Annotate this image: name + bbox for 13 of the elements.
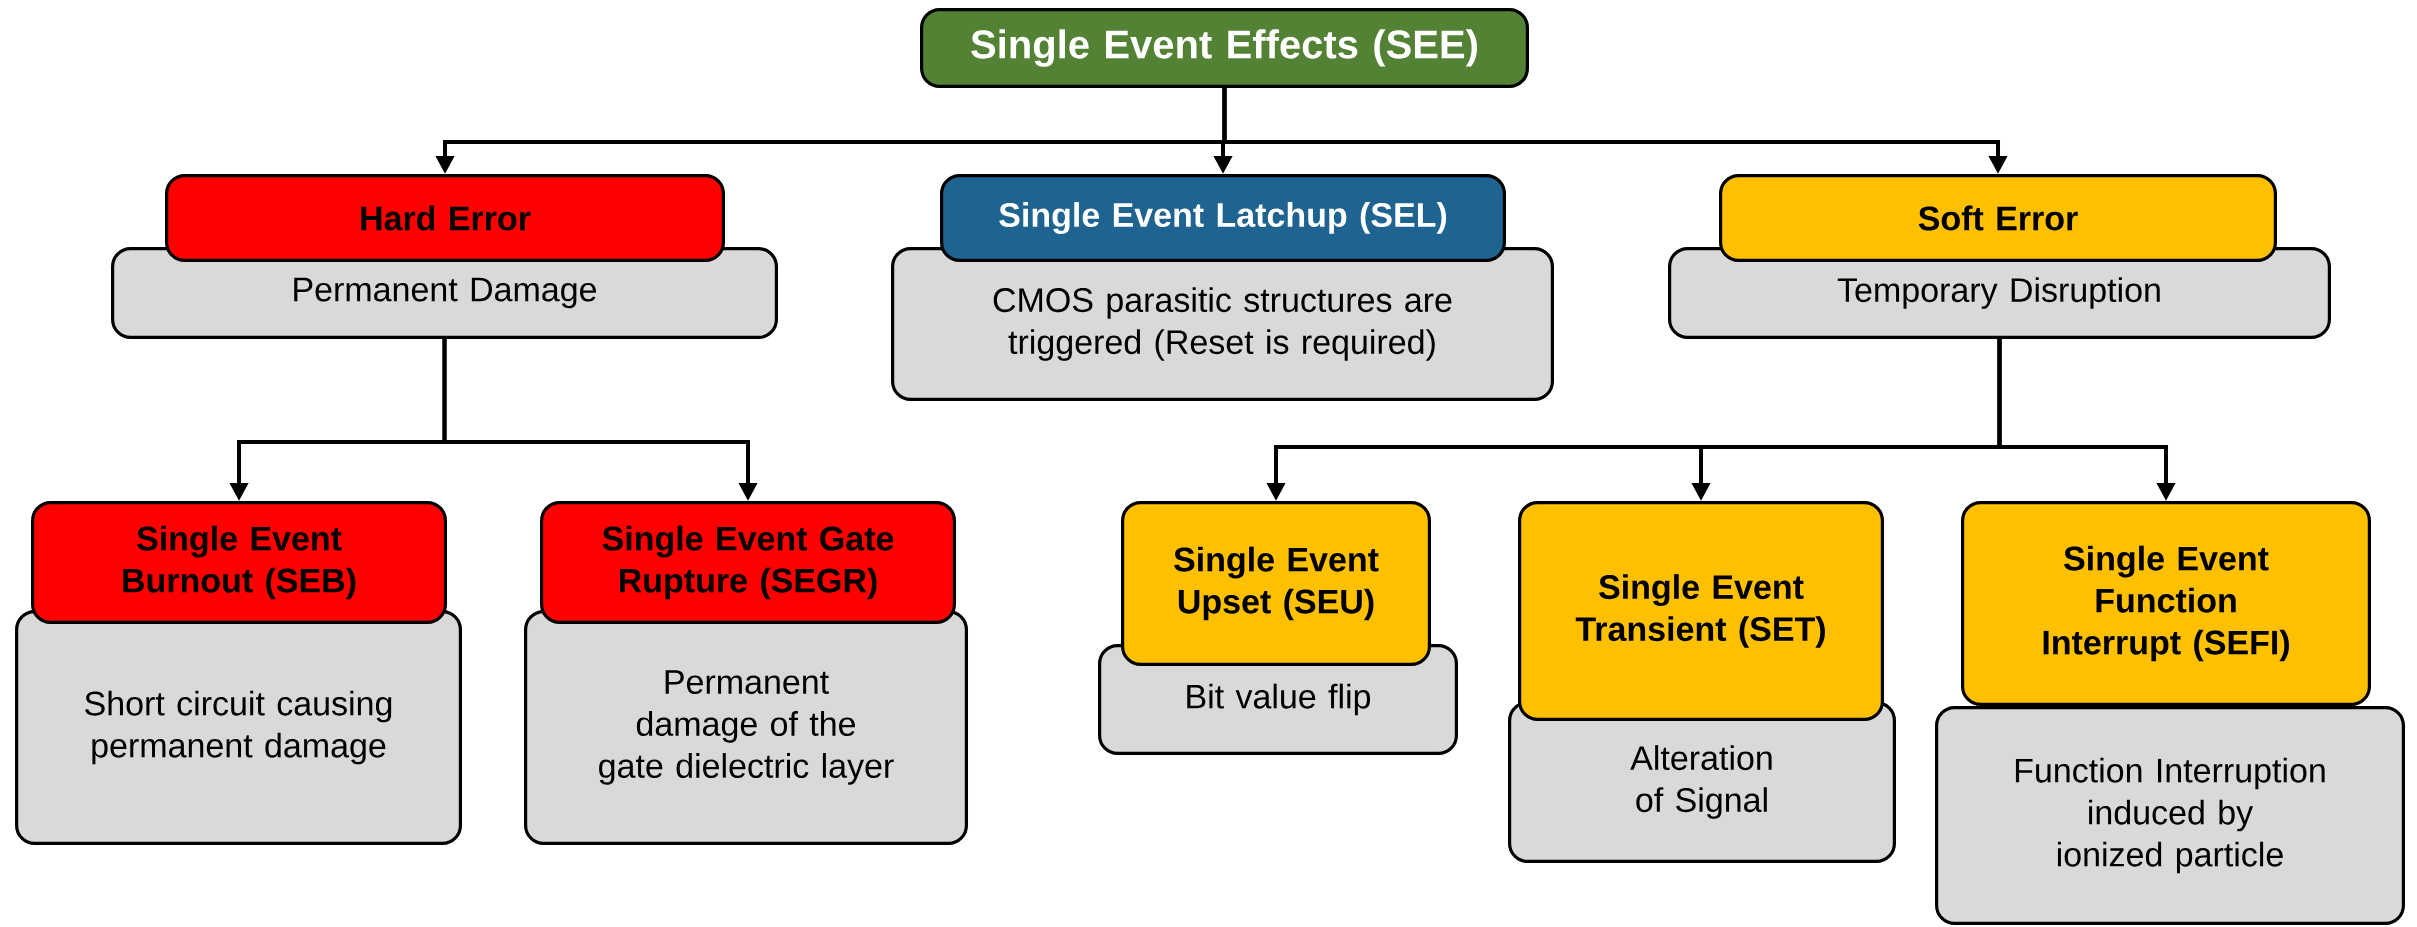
description-box: CMOS parasitic structures are triggered (Reset is required)	[891, 247, 1554, 401]
category-box: Soft Error	[1719, 174, 2277, 262]
category-box: Hard Error	[165, 174, 725, 262]
category-box: Single Event Latchup (SEL)	[940, 174, 1506, 262]
description-box: Short circuit causing permanent damage	[15, 610, 463, 845]
category-box: Single Event Transient (SET)	[1518, 501, 1884, 721]
category-box: Single Event Burnout (SEB)	[31, 501, 448, 624]
description-box: Function Interruption induced by ionized particle	[1935, 706, 2405, 925]
category-box: Single Event Upset (SEU)	[1121, 501, 1431, 666]
category-box: Single Event Function Interrupt (SEFI)	[1961, 501, 2371, 706]
category-box: Single Event Gate Rupture (SEGR)	[540, 501, 956, 624]
description-box: Permanent damage of the gate dielectric layer	[524, 610, 968, 845]
category-box: Single Event Effects (SEE)	[920, 8, 1529, 88]
